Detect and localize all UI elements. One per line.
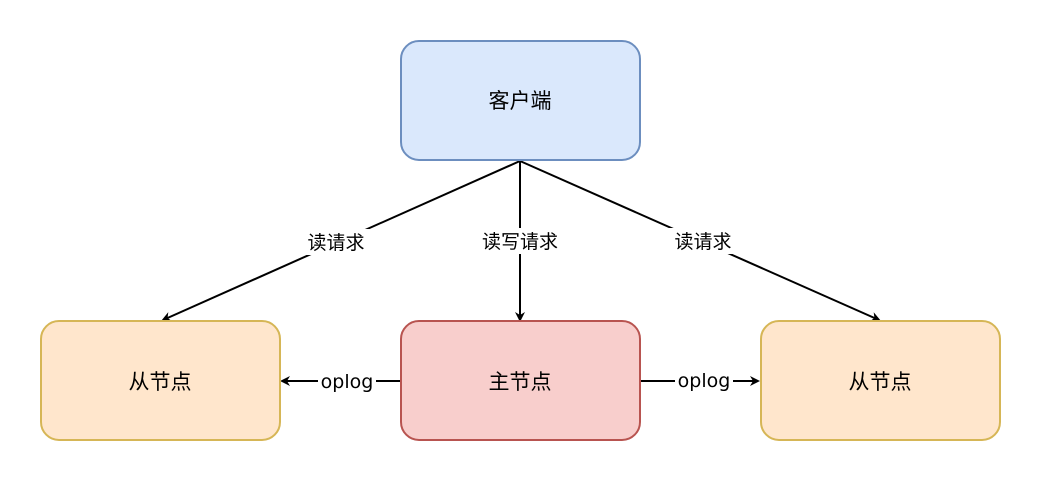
edge-label-background [318, 369, 376, 393]
edge-label: oplog [678, 370, 731, 392]
edge-label-background [675, 369, 733, 393]
primary-node[interactable]: 主节点 [400, 320, 641, 441]
secondary-node-left-label: 从节点 [129, 370, 192, 394]
edge-label: oplog [321, 371, 374, 393]
edge-label-background [474, 228, 566, 254]
edge-label-background [667, 228, 739, 254]
edge-primary-to-secondary-left: oplog [280, 369, 400, 393]
primary-node-box [400, 320, 641, 441]
client-node-box [400, 40, 641, 161]
edge-label: 读请求 [307, 232, 364, 254]
client-node[interactable]: 客户端 [400, 40, 641, 161]
client-node-label: 客户端 [489, 89, 552, 113]
edge-client-to-primary: 读写请求 [474, 161, 566, 322]
edge-label-background [300, 229, 372, 255]
edge-primary-to-secondary-right: oplog [640, 369, 760, 393]
primary-node-label: 主节点 [489, 370, 552, 394]
edge-client-to-secondary-left: 读请求 [161, 160, 521, 322]
secondary-node-left[interactable]: 从节点 [40, 320, 281, 441]
secondary-node-right-box [760, 320, 1001, 441]
secondary-node-left-box [40, 320, 281, 441]
edge-label: 读写请求 [482, 231, 558, 253]
secondary-node-right-label: 从节点 [849, 370, 912, 394]
edge-label: 读请求 [674, 231, 731, 253]
secondary-node-right[interactable]: 从节点 [760, 320, 1001, 441]
edge-client-to-secondary-right: 读请求 [519, 160, 881, 322]
